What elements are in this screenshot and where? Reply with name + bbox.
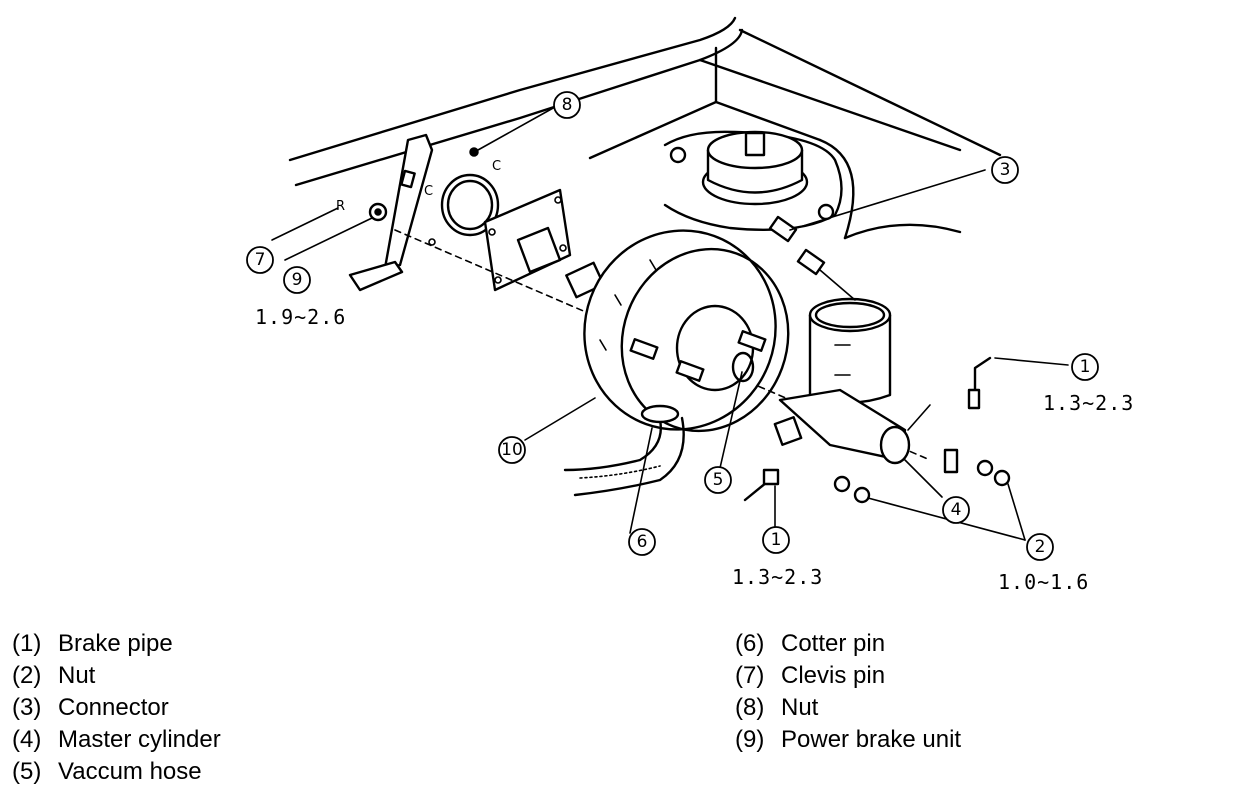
- callout-9-label: 9: [292, 270, 303, 290]
- callout-2: 2: [1026, 533, 1054, 561]
- callout-1-bottom-label: 1: [771, 530, 782, 550]
- callout-8: 8: [553, 91, 581, 119]
- brake-booster-exploded-view: R C C 8 3 7 9 1 10 5: [246, 16, 1134, 594]
- legend-number: (5): [12, 758, 42, 785]
- legend-item: (1) Brake pipe: [12, 628, 221, 660]
- legend-label: Clevis pin: [781, 662, 886, 689]
- callout-1-bottom: 1: [762, 526, 790, 554]
- callout-6-label: 6: [637, 532, 648, 552]
- torque-pipe-right: 1.3~2.3: [1043, 391, 1134, 415]
- torque-pipe-bottom: 1.3~2.3: [732, 565, 823, 589]
- legend-label: Connector: [58, 694, 169, 721]
- connector-part: [768, 215, 856, 301]
- firewall-outline: [288, 16, 1002, 240]
- legend-right: (6) Cotter pin (7) Clevis pin (8) Nut (9) Po…: [735, 628, 961, 756]
- callout-1-right-label: 1: [1080, 357, 1091, 377]
- callout-6: 6: [628, 528, 656, 556]
- callout-9: 9: [283, 266, 311, 294]
- legend-item: (2) Nut: [12, 660, 221, 692]
- callout-3-label: 3: [1000, 160, 1011, 180]
- legend-label: Power brake unit: [781, 726, 962, 753]
- legend-number: (7): [735, 662, 765, 689]
- legend-left: (1) Brake pipe (2) Nut (3) Connector (4) Mas…: [12, 628, 221, 788]
- callout-4-label: 4: [951, 500, 962, 520]
- legend-number: (8): [735, 694, 765, 721]
- legend-number: (4): [12, 726, 42, 753]
- legend-number: (6): [735, 630, 765, 657]
- legend-label: Nut: [58, 662, 96, 689]
- legend-label: Cotter pin: [781, 630, 886, 657]
- legend-label: Nut: [781, 694, 819, 721]
- legend-item: (5) Vaccum hose: [12, 756, 221, 788]
- legend-number: (1): [12, 630, 42, 657]
- legend-label: Brake pipe: [58, 630, 173, 657]
- legend-label: Master cylinder: [58, 726, 221, 753]
- legend-item: (7) Clevis pin: [735, 660, 961, 692]
- callout-10-label: 10: [501, 440, 523, 460]
- callout-10: 10: [498, 436, 526, 464]
- legend-number: (2): [12, 662, 42, 689]
- legend-item: (6) Cotter pin: [735, 628, 961, 660]
- brake-pipes: [743, 356, 992, 502]
- letter-c1: C: [492, 159, 501, 174]
- callout-5-label: 5: [713, 470, 724, 490]
- callout-3: 3: [991, 156, 1019, 184]
- nuts: [833, 459, 1011, 504]
- letter-r: R: [336, 199, 345, 214]
- callout-1-right: 1: [1071, 353, 1099, 381]
- legend-item: (9) Power brake unit: [735, 724, 961, 756]
- legend-item: (4) Master cylinder: [12, 724, 221, 756]
- gasket: [440, 173, 500, 237]
- legend-number: (9): [735, 726, 765, 753]
- seal-ring: [731, 351, 755, 383]
- legend-item: (8) Nut: [735, 692, 961, 724]
- callout-5: 5: [704, 466, 732, 494]
- callout-4: 4: [942, 496, 970, 524]
- brake-pedal: [348, 133, 434, 292]
- legend-item: (3) Connector: [12, 692, 221, 724]
- legend-number: (3): [12, 694, 42, 721]
- vacuum-hose: [563, 404, 685, 497]
- torque-nut: 1.0~1.6: [998, 570, 1089, 594]
- strut-tower: [663, 130, 843, 232]
- callout-2-label: 2: [1035, 537, 1046, 557]
- clevis-pin-and-nut: [368, 147, 479, 246]
- letter-c2: C: [424, 184, 433, 199]
- callout-8-label: 8: [562, 95, 573, 115]
- legend-label: Vaccum hose: [58, 758, 202, 785]
- power-brake-booster: [583, 229, 790, 433]
- callout-7: 7: [246, 246, 274, 274]
- callout-7-label: 7: [255, 250, 266, 270]
- torque-pedal: 1.9~2.6: [255, 305, 346, 329]
- mounting-plate: [483, 188, 605, 299]
- master-cylinder: [773, 297, 959, 474]
